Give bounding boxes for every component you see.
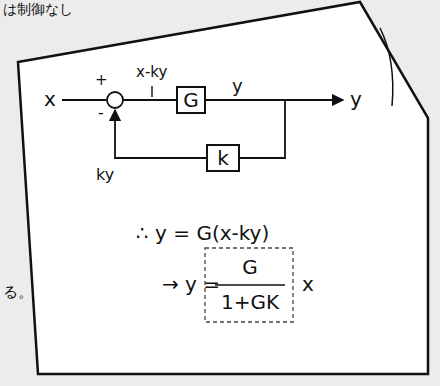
fraction-denominator: 1+GK	[221, 291, 279, 313]
gain-box: k	[206, 144, 240, 172]
label-tick	[151, 86, 152, 97]
equation: ∴ y = G(x-ky)	[136, 222, 269, 244]
summing-junction	[107, 92, 123, 108]
sign-mark: -	[98, 104, 104, 122]
transfer-box: G	[176, 86, 206, 114]
signal-name: x	[44, 88, 56, 110]
signal-name: x-ky	[136, 64, 167, 81]
signal-name: ky	[96, 166, 114, 184]
box-label: k	[217, 148, 229, 168]
signal-name: x	[302, 273, 314, 295]
pencil-stroke	[380, 28, 393, 106]
note-text: る。	[3, 284, 33, 301]
feedback-wire	[115, 110, 206, 158]
signal-name: y	[232, 76, 243, 96]
fraction-bar	[215, 284, 285, 286]
box-label: G	[183, 90, 199, 110]
signal-name: y	[350, 88, 362, 110]
input-wire	[62, 99, 106, 101]
error-wire	[123, 99, 176, 101]
equation: → y =	[162, 273, 220, 295]
fraction-numerator: G	[242, 256, 258, 278]
output-wire	[285, 99, 343, 101]
note-text: は制御なし	[3, 2, 73, 17]
sign-mark: +	[95, 72, 108, 89]
paper-sheet	[18, 2, 428, 374]
